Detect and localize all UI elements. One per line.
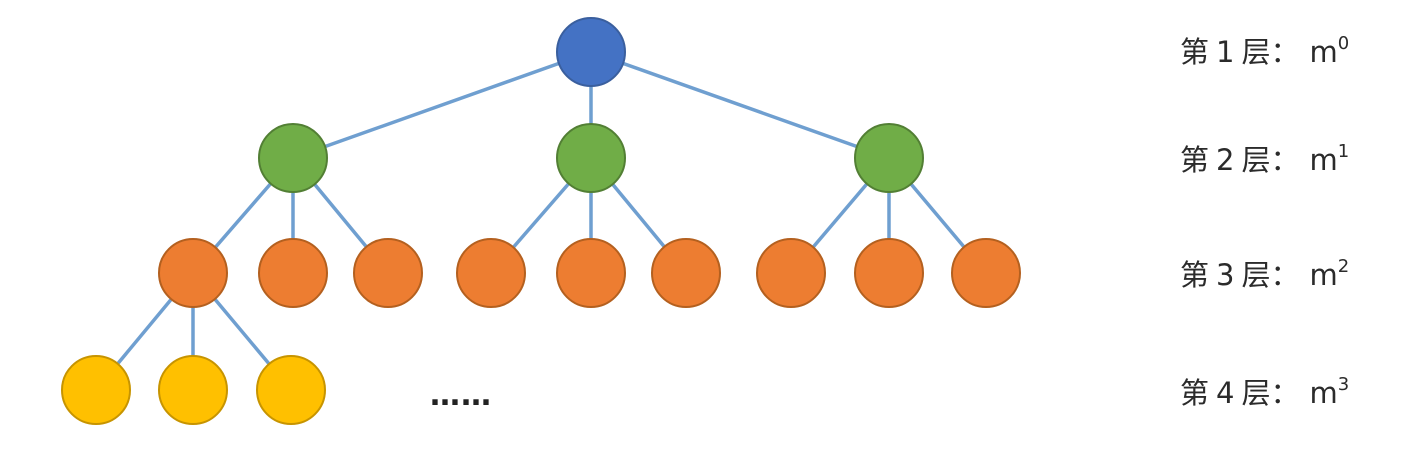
tree-node-level-3 <box>951 238 1021 308</box>
level-number: 2 <box>1216 143 1235 177</box>
tree-node-level-3 <box>651 238 721 308</box>
tree-node-level-1 <box>556 17 626 87</box>
tree-node-level-2 <box>556 123 626 193</box>
level-prefix: 第 <box>1180 35 1210 69</box>
tree-nodes <box>61 17 1021 425</box>
level-separator: ： <box>1270 258 1300 292</box>
tree-node-level-3 <box>353 238 423 308</box>
formula-base: m <box>1309 376 1338 410</box>
tree-node-level-2 <box>854 123 924 193</box>
tree-node-level-4 <box>158 355 228 425</box>
tree-edge <box>508 177 575 253</box>
tree-edge <box>607 177 669 252</box>
tree-edge <box>808 177 873 252</box>
level-separator: ： <box>1270 376 1300 410</box>
formula-exponent: 0 <box>1337 33 1350 54</box>
tree-edge <box>309 177 371 252</box>
tree-node-level-4 <box>256 355 326 425</box>
level-separator: ： <box>1270 35 1300 69</box>
level-number: 4 <box>1216 376 1235 410</box>
tree-edge <box>209 292 274 369</box>
level-suffix: 层 <box>1241 143 1271 177</box>
continuation-ellipsis: …… <box>430 378 492 413</box>
tree-edge <box>319 59 567 150</box>
tree-node-level-3 <box>456 238 526 308</box>
formula-base: m <box>1309 35 1338 69</box>
level-number: 1 <box>1216 35 1235 69</box>
level-suffix: 层 <box>1241 376 1271 410</box>
level-number: 3 <box>1216 258 1235 292</box>
tree-edge <box>113 292 177 369</box>
level-suffix: 层 <box>1241 258 1271 292</box>
tree-node-level-2 <box>258 123 328 193</box>
formula-base: m <box>1309 258 1338 292</box>
level-suffix: 层 <box>1241 35 1271 69</box>
tree-edge <box>905 177 969 252</box>
level-separator: ： <box>1270 143 1300 177</box>
tree-node-level-3 <box>756 238 826 308</box>
formula-base: m <box>1309 143 1338 177</box>
formula-exponent: 2 <box>1337 256 1350 277</box>
tree-edges <box>113 59 969 369</box>
tree-node-level-3 <box>258 238 328 308</box>
formula-exponent: 3 <box>1337 374 1350 395</box>
tree-node-level-4 <box>61 355 131 425</box>
tree-node-level-3 <box>556 238 626 308</box>
tree-edge <box>210 177 277 253</box>
level-prefix: 第 <box>1180 143 1210 177</box>
level-prefix: 第 <box>1180 258 1210 292</box>
tree-node-level-3 <box>854 238 924 308</box>
level-prefix: 第 <box>1180 376 1210 410</box>
formula-exponent: 1 <box>1337 141 1350 162</box>
tree-edge <box>615 59 863 150</box>
tree-node-level-3 <box>158 238 228 308</box>
